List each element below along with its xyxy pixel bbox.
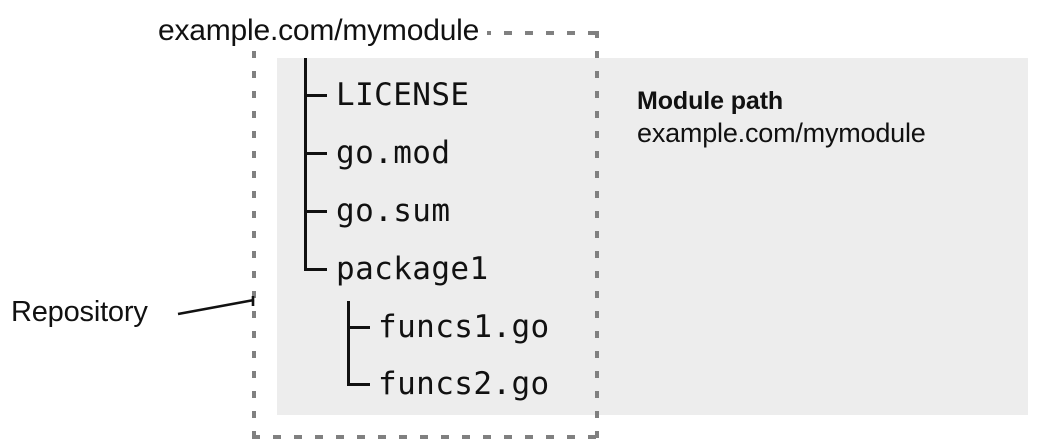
tree-item-go-sum[interactable]: go.sum xyxy=(336,193,451,229)
tree-item-go-mod[interactable]: go.mod xyxy=(336,135,451,171)
tree-item-license[interactable]: LICENSE xyxy=(336,77,470,113)
annotation-value: example.com/mymodule xyxy=(637,118,926,148)
tree-item-funcs2-go[interactable]: funcs2.go xyxy=(378,366,550,402)
repository-boundary-left xyxy=(252,31,256,439)
repository-leader-line xyxy=(177,296,255,316)
repository-boundary-bottom xyxy=(252,435,599,439)
file-tree: LICENSE go.mod go.sum package1 funcs1.go… xyxy=(277,58,597,415)
repository-boundary-right xyxy=(595,31,599,439)
tree-branch-gomod xyxy=(304,152,327,155)
tree-trunk-root xyxy=(304,58,307,271)
tree-trunk-package1 xyxy=(347,301,350,386)
tree-branch-funcs2 xyxy=(347,383,370,386)
module-path-annotation: Module path example.com/mymodule xyxy=(637,86,1017,150)
tree-branch-license xyxy=(304,94,327,97)
tree-item-funcs1-go[interactable]: funcs1.go xyxy=(378,309,550,345)
module-content-panel xyxy=(277,58,1028,415)
repository-label: Repository xyxy=(11,296,148,328)
module-path-title: example.com/mymodule xyxy=(158,14,488,48)
annotation-heading: Module path xyxy=(637,87,784,115)
tree-branch-gosum xyxy=(304,210,327,213)
tree-item-package1[interactable]: package1 xyxy=(336,251,489,287)
tree-branch-funcs1 xyxy=(347,326,370,329)
tree-branch-package1 xyxy=(304,268,327,271)
